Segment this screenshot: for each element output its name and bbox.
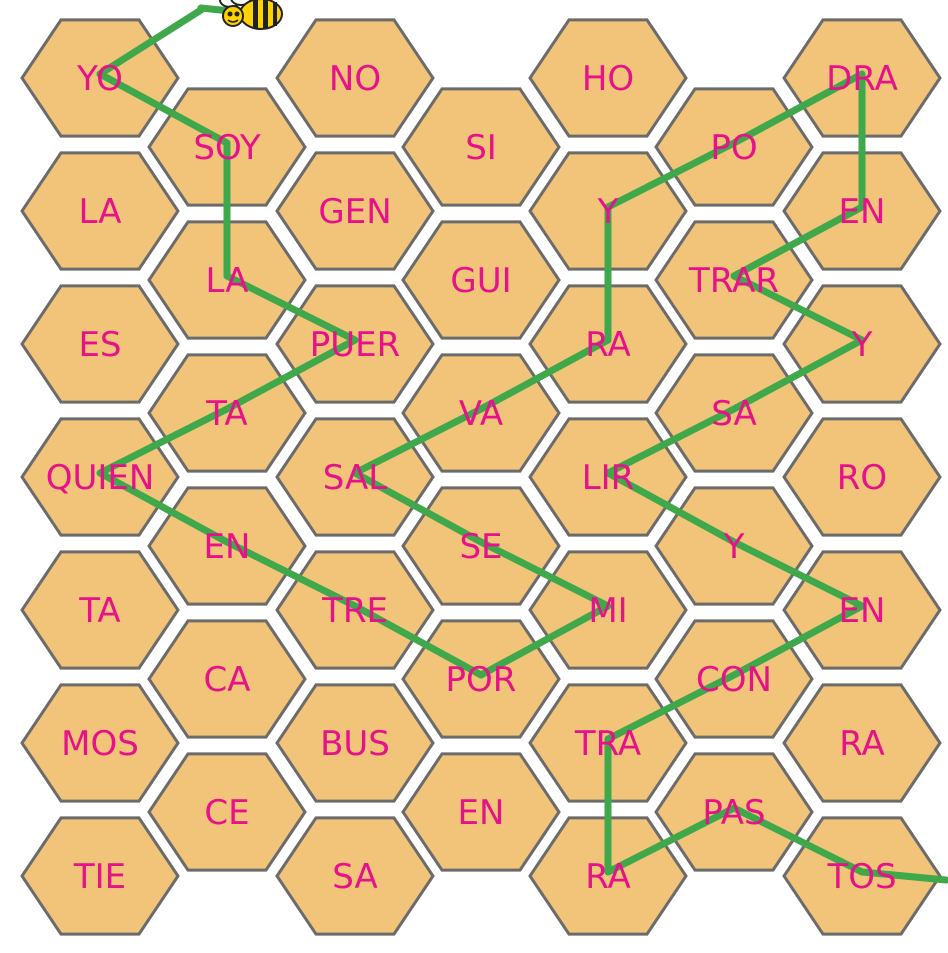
- hex-cell: [275, 816, 435, 936]
- hex-label: POR: [446, 660, 517, 700]
- hex-label: LA: [79, 192, 122, 232]
- hex-cell: [275, 18, 435, 138]
- hex-label: Y: [597, 192, 619, 232]
- hex-cell: [528, 816, 688, 936]
- hex-label: SAL: [323, 458, 387, 498]
- hex-label: SOY: [193, 128, 260, 168]
- hex-label: TRE: [321, 591, 388, 631]
- hex-cell: [654, 87, 814, 207]
- hex-cell: [401, 220, 561, 340]
- hex-label: PAS: [702, 793, 765, 833]
- hex-label: SA: [332, 857, 377, 897]
- hex-label: RA: [585, 325, 631, 365]
- hex-cell: [147, 619, 307, 739]
- hex-cell: [20, 550, 180, 670]
- hex-label: LA: [206, 261, 249, 301]
- hex-label: TIE: [73, 857, 126, 897]
- hex-cell: [147, 353, 307, 473]
- hex-label: GUI: [450, 261, 511, 301]
- hex-cell: [782, 683, 942, 803]
- hex-cell: [20, 417, 180, 537]
- hex-cell: [782, 417, 942, 537]
- hex-cell: [654, 220, 814, 340]
- hex-grid: [20, 18, 942, 936]
- hex-label: HO: [582, 59, 634, 99]
- hex-label: PO: [710, 128, 757, 168]
- hex-label: YO: [76, 59, 123, 99]
- hex-cell: [654, 752, 814, 872]
- hex-cell: [528, 550, 688, 670]
- hex-cell: [275, 550, 435, 670]
- hex-label: TA: [205, 394, 247, 434]
- hex-label: RA: [585, 857, 631, 897]
- solution-path: [96, 70, 948, 884]
- hex-cell: [782, 816, 942, 936]
- hex-label: TOS: [826, 857, 896, 897]
- hex-cell: [20, 683, 180, 803]
- hex-label: MI: [588, 591, 627, 631]
- hex-label: TA: [78, 591, 120, 631]
- bee-icon: [197, 0, 283, 30]
- hex-cell: [654, 353, 814, 473]
- hex-label: EN: [839, 591, 886, 631]
- hex-label: RO: [837, 458, 887, 498]
- hex-cell: [275, 417, 435, 537]
- hex-cell: [275, 683, 435, 803]
- hex-label: QUIEN: [46, 458, 155, 498]
- hex-label: EN: [839, 192, 886, 232]
- hex-cell: [401, 752, 561, 872]
- hex-label: Y: [851, 325, 873, 365]
- hex-cell: [528, 284, 688, 404]
- hex-cell: [654, 619, 814, 739]
- hex-label: LIR: [582, 458, 635, 498]
- solution-path-start: [96, 6, 205, 78]
- hex-cell: [782, 151, 942, 271]
- hex-cell: [528, 417, 688, 537]
- hex-cell: [20, 816, 180, 936]
- hex-label: CA: [204, 660, 251, 700]
- hex-label: CE: [204, 793, 249, 833]
- hex-cell: [782, 550, 942, 670]
- hex-label: MOS: [61, 724, 139, 764]
- hex-label: VA: [459, 394, 503, 434]
- hex-label: BUS: [320, 724, 390, 764]
- hex-label: EN: [458, 793, 505, 833]
- hex-label: PUER: [310, 325, 401, 365]
- hex-label: DRA: [826, 59, 898, 99]
- hex-cell: [20, 284, 180, 404]
- hex-label: Y: [723, 527, 745, 567]
- hex-label: GEN: [318, 192, 391, 232]
- hex-labels: YO LA ES QUIEN TA MOS TIE SOY LA TA EN CA CE NO GEN PUE…: [46, 59, 898, 897]
- hex-label: ES: [78, 325, 121, 365]
- hex-cell: [528, 18, 688, 138]
- hex-label: TRA: [574, 724, 641, 764]
- hex-label: TRAR: [688, 261, 779, 301]
- hex-cell: [401, 87, 561, 207]
- hex-cell: [147, 220, 307, 340]
- hex-label: CON: [696, 660, 772, 700]
- hex-label: SI: [465, 128, 497, 168]
- hex-cell: [782, 284, 942, 404]
- hex-cell: [20, 151, 180, 271]
- hex-cell: [147, 752, 307, 872]
- hex-label: SE: [459, 527, 502, 567]
- hex-label: RA: [839, 724, 885, 764]
- hex-label: EN: [204, 527, 251, 567]
- hex-label: NO: [329, 59, 381, 99]
- hex-cell: [275, 151, 435, 271]
- hex-label: SA: [711, 394, 756, 434]
- hex-cell: [275, 284, 435, 404]
